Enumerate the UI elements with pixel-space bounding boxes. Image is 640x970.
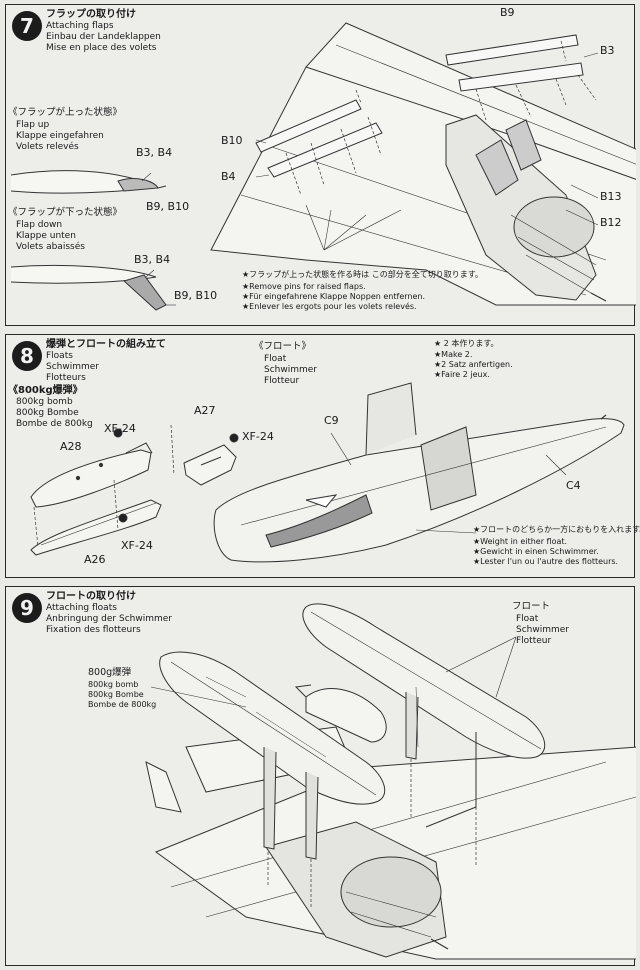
float-title-de: Schwimmer <box>264 365 317 375</box>
float-title-fr: Flotteur <box>264 376 300 386</box>
paint-label-xf24-right: XF-24 <box>242 430 274 443</box>
paint-label-xf24-bottom: XF-24 <box>121 539 153 552</box>
step-8-title-jp: 爆弾とフロートの組み立て <box>46 339 166 350</box>
step-8-drawing <box>30 382 625 563</box>
flap-note-en: ★Remove pins for raised flaps. <box>242 282 366 291</box>
part-label-b10: B10 <box>221 134 243 147</box>
weight-note-de: ★Gewicht in einen Schwimmer. <box>473 547 599 556</box>
bomb-label-en: 800kg bomb <box>88 680 139 689</box>
step-9-panel: 9 フロートの取り付け Attaching floats Anbringung … <box>5 586 636 966</box>
part-label-a27: A27 <box>194 404 216 417</box>
paint-label-xf24-top: XF-24 <box>104 422 136 435</box>
step-7-title-en: Attaching flaps <box>46 21 114 31</box>
step-7-title-de: Einbau der Landeklappen <box>46 32 161 42</box>
step-8-title-fr: Flotteurs <box>46 373 86 383</box>
part-label-b12: B12 <box>600 216 622 229</box>
flap-up-en: Flap up <box>16 120 50 130</box>
bomb-title-en: 800kg bomb <box>16 397 73 407</box>
bomb-label-de: 800kg Bombe <box>88 690 144 699</box>
make-two-en: ★Make 2. <box>434 350 473 359</box>
part-label-c9: C9 <box>324 414 339 427</box>
flap-down-de: Klappe unten <box>16 231 76 241</box>
part-label-c4: C4 <box>566 479 581 492</box>
flap-note-jp: ★フラップが上った状態を作る時は この部分を全て切り取ります。 <box>242 270 483 279</box>
float-label-en: Float <box>516 614 539 624</box>
weight-note-jp: ★フロートのどちらか一方におもりを入れます。 <box>473 525 640 534</box>
step-8-title-en: Floats <box>46 351 73 361</box>
flap-note-de: ★Für eingefahrene Klappe Noppen entferne… <box>242 292 425 301</box>
step-7-title-fr: Mise en place des volets <box>46 43 157 53</box>
flap-down-fr: Volets abaissés <box>16 242 85 252</box>
part-label-b4: B4 <box>221 170 236 183</box>
make-two-de: ★2 Satz anfertigen. <box>434 360 513 369</box>
bomb-label-fr: Bombe de 800kg <box>88 700 157 709</box>
step-8-title-de: Schwimmer <box>46 362 99 372</box>
flap-up-title-jp: 《フラップが上った状態》 <box>8 107 123 118</box>
step-9-title-en: Attaching floats <box>46 603 117 613</box>
flap-up-fr: Volets relevés <box>16 142 79 152</box>
part-label-a26: A26 <box>84 553 106 566</box>
step-8-number: 8 <box>12 341 42 371</box>
step-9-title-fr: Fixation des flotteurs <box>46 625 141 635</box>
float-label-jp: フロート <box>512 601 551 612</box>
part-label-a28: A28 <box>60 440 82 453</box>
float-title-en: Float <box>264 354 287 364</box>
make-two-jp: ★ 2 本作ります。 <box>434 339 499 348</box>
step-9-number: 9 <box>12 593 42 623</box>
step-9-title-jp: フロートの取り付け <box>46 591 136 602</box>
step-7-title-jp: フラップの取り付け <box>46 9 136 20</box>
flap-down-parts-a: B3, B4 <box>134 253 171 266</box>
bomb-label-jp: 800g爆弾 <box>88 667 132 678</box>
float-title-jp: 《フロート》 <box>254 341 312 352</box>
flap-up-de: Klappe eingefahren <box>16 131 104 141</box>
bomb-title-jp: 《800kg爆弾》 <box>8 385 83 396</box>
step-7-panel: 7 フラップの取り付け Attaching flaps Einbau der L… <box>5 4 636 326</box>
weight-note-en: ★Weight in either float. <box>473 537 568 546</box>
flap-down-title-jp: 《フラップが下った状態》 <box>8 207 123 218</box>
weight-note-fr: ★Lester l'un ou l'autre des flotteurs. <box>473 557 619 566</box>
make-two-fr: ★Faire 2 jeux. <box>434 370 490 379</box>
part-label-b3: B3 <box>600 44 615 57</box>
step-8-panel: 8 爆弾とフロートの組み立て Floats Schwimmer Flotteur… <box>5 334 640 578</box>
bomb-title-fr: Bombe de 800kg <box>16 419 93 429</box>
step-9-title-de: Anbringung der Schwimmer <box>46 614 172 624</box>
flap-up-parts-b: B9, B10 <box>146 200 190 213</box>
float-label-de: Schwimmer <box>516 625 569 635</box>
step-9-drawing <box>145 603 636 960</box>
part-label-b13: B13 <box>600 190 622 203</box>
bomb-title-de: 800kg Bombe <box>16 408 79 418</box>
float-label-fr: Flotteur <box>516 636 552 646</box>
flap-up-parts-a: B3, B4 <box>136 146 173 159</box>
part-label-b9: B9 <box>500 6 515 19</box>
flap-note-fr: ★Enlever les ergots pour les volets rele… <box>242 302 417 311</box>
flap-down-en: Flap down <box>16 220 63 230</box>
flap-down-parts-b: B9, B10 <box>174 289 218 302</box>
step-7-drawing <box>10 22 636 311</box>
step-7-number: 7 <box>12 11 42 41</box>
